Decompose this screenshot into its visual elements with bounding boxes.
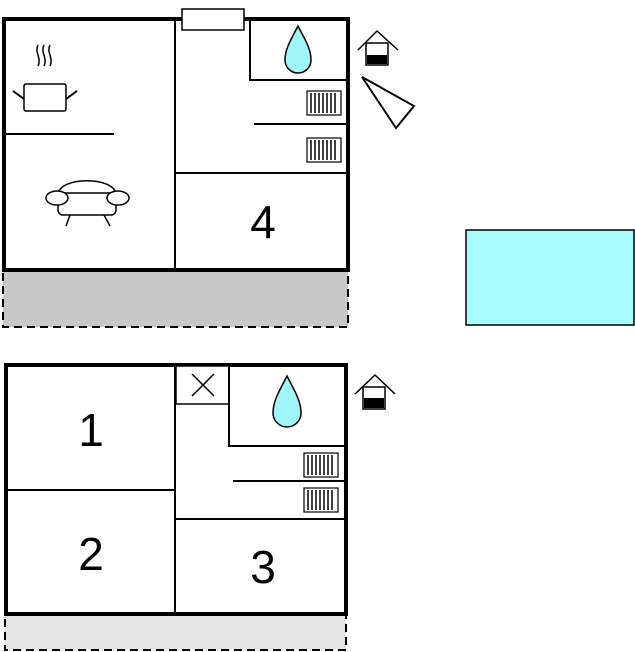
- water-drop-icon: [284, 24, 312, 74]
- upper-terrace: [2, 269, 349, 328]
- room-1-label: 1: [78, 404, 104, 456]
- radiator-icon: [306, 137, 342, 163]
- kitchen-pot-icon: [12, 44, 78, 112]
- house-entrance-icon: [354, 373, 396, 410]
- upper-window: [181, 8, 245, 31]
- lower-terrace: [4, 613, 347, 651]
- house-entrance-icon: [357, 29, 399, 66]
- radiator-icon: [303, 487, 339, 513]
- radiator-icon: [303, 452, 339, 478]
- compass-triangle-icon: [361, 76, 416, 130]
- room-3-label: 3: [250, 541, 276, 593]
- room-2-label: 2: [78, 528, 104, 580]
- upper-bathroom-wall: [249, 19, 348, 81]
- upper-floor: 4: [2, 8, 416, 328]
- sofa-icon: [45, 180, 130, 227]
- pool: [465, 229, 635, 326]
- lower-bathroom-wall: [228, 404, 346, 447]
- radiator-icon: [306, 90, 342, 116]
- water-drop-icon: [272, 374, 302, 428]
- lower-floor: 1 2 3: [4, 363, 396, 651]
- void-cross-icon: [175, 365, 230, 405]
- room-4-label: 4: [250, 196, 276, 248]
